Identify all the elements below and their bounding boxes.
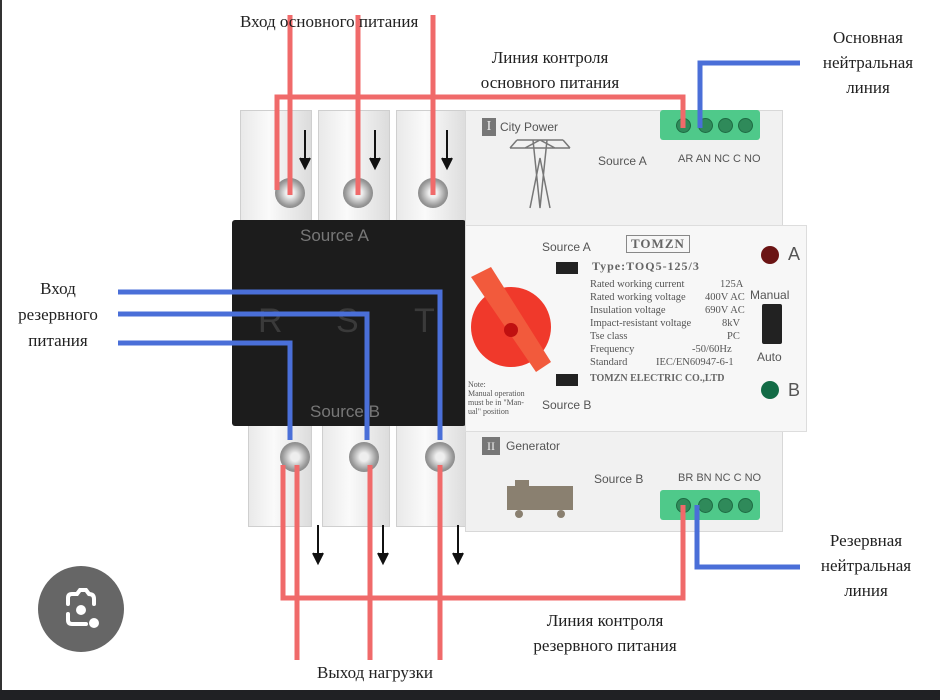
backup-neutral-label-2: нейтральная [820,556,912,575]
arrow-down-icon [452,525,464,566]
screw [349,442,379,472]
main-neutral-wire [697,60,800,128]
arrow-down-icon [441,130,453,171]
backup-control-line-label-2: резервного питания [533,636,677,655]
source-b-position: Source B [542,398,592,412]
window-b [556,374,578,386]
backup-input-label-2: резервного [18,305,98,324]
source-a-label: Source A [300,226,369,245]
city-power-badge: I [482,118,496,136]
note-line: must be in "Man- [468,398,524,407]
spec-value: 125A [720,279,744,290]
backup-control-wire [280,465,686,601]
arrow-down-icon [369,130,381,171]
auto-label: Auto [757,350,782,364]
indicator-b-light [761,381,779,399]
backup-neutral-wire [694,505,800,570]
load-output-label: Выход нагрузки [317,663,433,682]
note-line: Note: [468,380,486,389]
window-a [556,262,578,274]
source-b-label: Source B [310,402,380,421]
spec-name: Rated working voltage [590,292,686,303]
type-label: Type:TOQ5-125/3 [592,259,700,273]
bottom-terminal-block [660,490,760,520]
generator-badge: II [482,437,500,455]
generator-icon [507,480,573,518]
spec-value: PC [727,331,740,342]
spec-name: Insulation voltage [590,305,666,316]
spec-value: IEC/EN60947-6-1 [656,357,734,368]
backup-input-wire-s [118,311,370,440]
brand-logo: TOMZN [626,235,690,253]
google-lens-icon [66,588,99,628]
phase-r-label: R [258,302,283,340]
spec-value: 690V AC [705,305,745,316]
spec-name: Tse class [590,331,628,342]
backup-input-wire-r [118,340,293,440]
backup-neutral-label-1: Резервная [829,531,903,550]
spec-name: Standard [590,357,628,368]
phase-t-label: T [414,302,435,340]
main-control-line-label-1: Линия контроля [491,48,609,67]
manufacturer-label: TOMZN ELECTRIC CO.,LTD [590,373,725,384]
rotary-handle[interactable] [466,262,561,382]
pole-bottom-s [322,425,390,527]
main-control-line-label-2: основного питания [480,73,620,92]
bottom-terminal-labels: BR BN NC C NO [678,472,762,484]
note-line: ual" position [468,407,509,416]
arrow-down-icon [312,525,324,566]
backup-input-label-1: Вход [40,279,76,298]
backup-input-label-3: питания [28,331,88,350]
arrow-down-icon [299,130,311,171]
viewer-bottom-bar [0,690,940,700]
power-tower-icon [509,139,571,209]
spec-value: -50/60Hz [692,344,732,355]
spec-name: Impact-resistant voltage [590,318,692,329]
main-input-label: Вход основного питания [240,12,419,31]
google-lens-button[interactable] [38,566,124,652]
manual-auto-switch[interactable] [762,304,782,344]
note-line: Manual operation [468,389,525,398]
source-b-module-label: Source B [594,472,644,486]
source-a-position: Source A [542,240,591,254]
arrow-down-icon [377,525,389,566]
main-neutral-label-1: Основная [833,28,903,47]
pole-bottom-t [396,425,468,527]
spec-value: 400V AC [705,292,745,303]
indicator-a-light [761,246,779,264]
spec-name: Rated working current [590,279,685,290]
switch-body [232,220,466,426]
backup-neutral-label-3: линия [844,581,888,600]
indicator-b-label: B [788,380,801,400]
spec-name: Frequency [590,344,635,355]
manual-label: Manual [750,288,790,302]
main-control-wire [274,94,686,190]
backup-control-line-label-1: Линия контроля [546,611,664,630]
backup-input-wire-t [118,289,443,440]
frame-border [0,0,2,690]
main-neutral-label-3: линия [846,78,890,97]
generator-label: Generator [506,439,561,453]
source-a-module-label: Source A [598,154,647,168]
city-power-label: City Power [500,120,559,134]
top-terminal-labels: AR AN NC C NO [678,153,761,165]
spec-value: 8kV [722,318,741,329]
top-terminal-block [660,110,760,140]
main-neutral-label-2: нейтральная [822,53,914,72]
indicator-a-label: A [788,244,801,264]
